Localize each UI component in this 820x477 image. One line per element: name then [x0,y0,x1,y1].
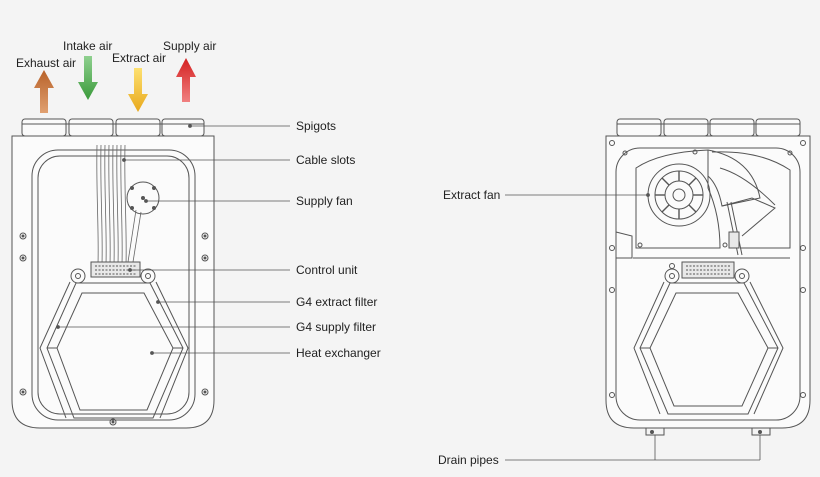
extract-air-label: Extract air [112,51,167,65]
left-heat-exchanger [39,281,189,419]
control-unit-label: Control unit [296,263,358,277]
right-unit-rear-view [605,118,811,436]
supply-air-arrow-icon [176,58,196,102]
intake-air-arrow-icon [78,56,98,100]
airflow-arrows [34,56,196,113]
right-callout-lines [505,193,761,461]
drain-pipes-label: Drain pipes [438,453,499,467]
cable-slots-label: Cable slots [296,153,356,167]
g4-supply-filter-label: G4 supply filter [296,320,377,334]
supply-air-label: Supply air [163,39,217,53]
intake-air-label: Intake air [63,39,113,53]
heat-exchanger-label: Heat exchanger [296,346,381,360]
right-heat-exchanger [633,281,784,415]
g4-extract-filter-label: G4 extract filter [296,295,378,309]
exhaust-air-label: Exhaust air [16,56,77,70]
supply-fan-label: Supply fan [296,194,353,208]
left-callout-lines [56,124,290,355]
left-unit-front-view [11,118,215,429]
extract-fan [615,149,791,259]
spigots-label: Spigots [296,119,337,133]
extract-fan-label: Extract fan [443,188,501,202]
supply-fan [126,181,160,215]
exhaust-air-arrow-icon [34,70,54,113]
right-control-unit [681,261,735,279]
left-control-unit [90,261,141,278]
extract-air-arrow-icon [128,68,148,112]
left-spigots [21,118,205,137]
